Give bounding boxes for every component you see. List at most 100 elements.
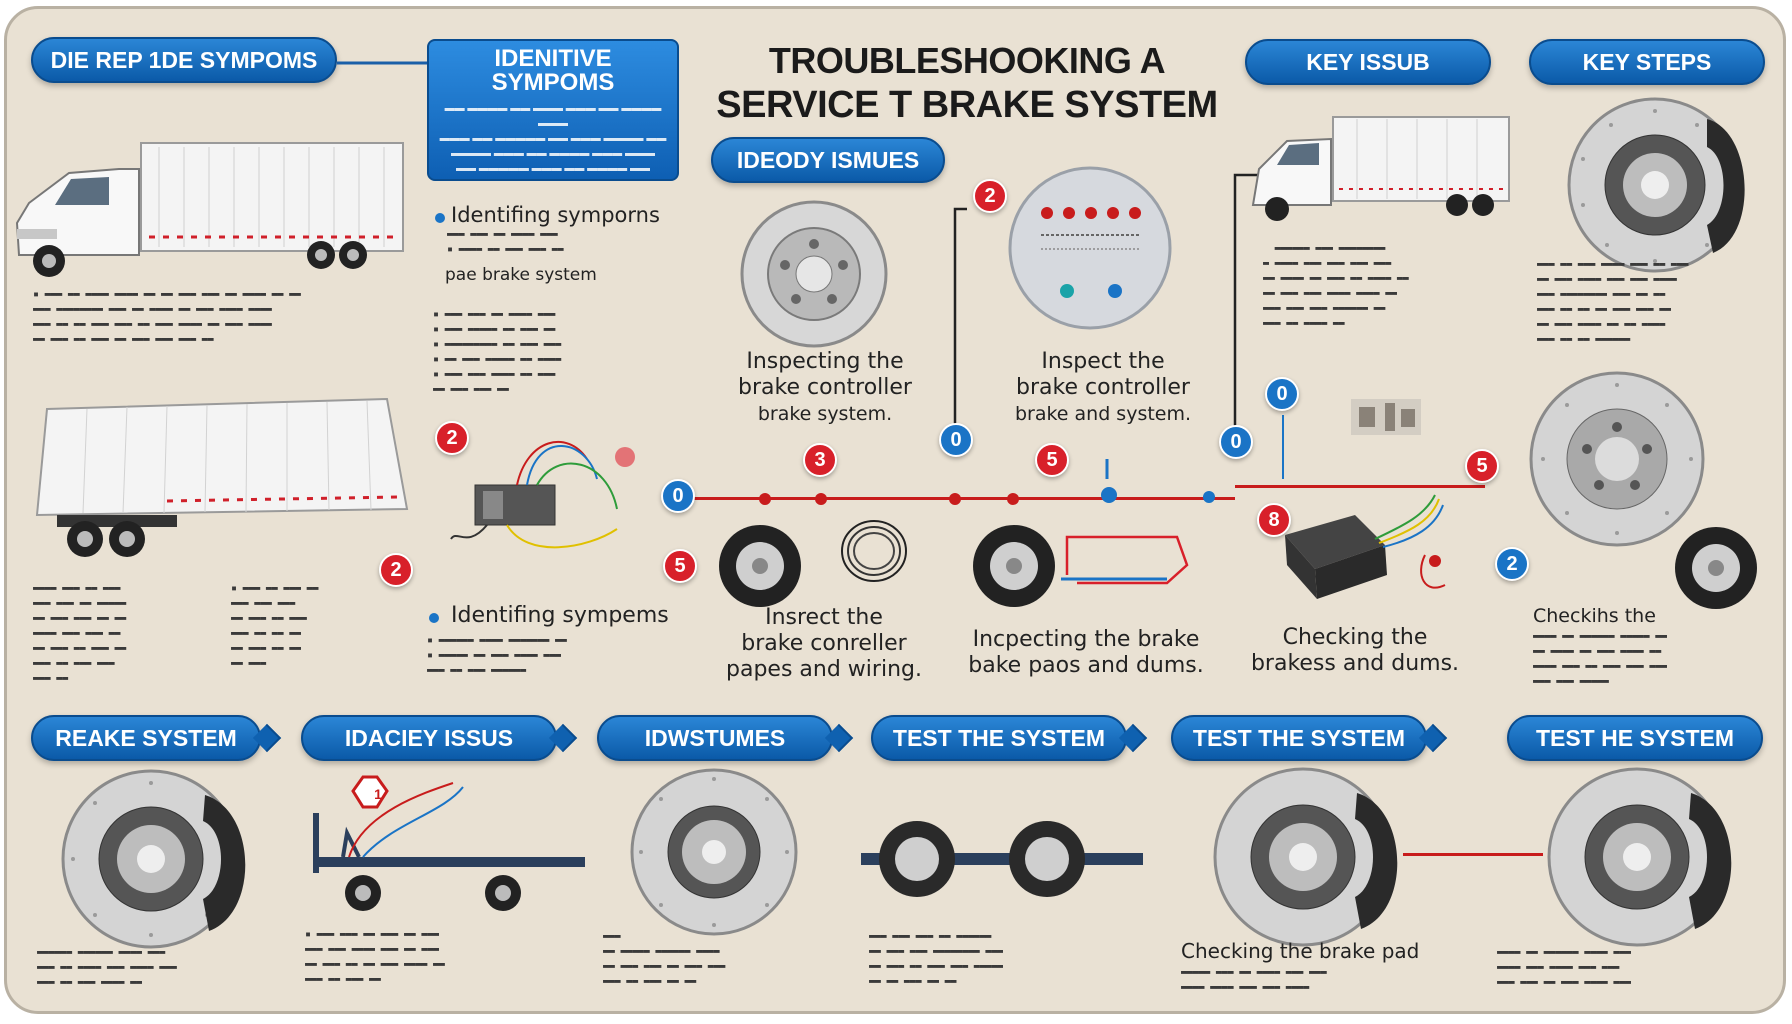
cap-ic2-3: brake and system. (1014, 403, 1192, 425)
cap-ip-2: bake paos and dums. (968, 653, 1204, 678)
node-3-label: 3 (814, 448, 826, 471)
bottom-pill-3-label: IDWSTUMES (644, 724, 786, 751)
flow-dot-4 (1007, 493, 1019, 505)
node-5-left: 5 (663, 549, 697, 583)
node-5-right-label: 5 (1476, 454, 1488, 477)
identifying-symptoms-top: Identifing symporns (451, 203, 660, 227)
cap-cb-1: Checking the (1282, 625, 1428, 650)
bottom-pill-6: TEST HE SYSTEM (1507, 715, 1763, 761)
caption-inspect-wiring: Insrect the brake conreller papes and wi… (709, 605, 939, 683)
bottom-pill-4-label: TEST THE SYSTEM (892, 724, 1106, 751)
pill-key-issue: KEY ISSUB (1245, 39, 1491, 85)
node-2-right-label: 2 (1506, 552, 1518, 575)
brake-rotor-center (740, 200, 888, 348)
bullet-dot-mid (429, 613, 439, 623)
red-glow (615, 447, 635, 467)
identifying-symptoms-mid: Identifing sympems (451, 603, 669, 628)
bottom-pill-3: IDWSTUMES (597, 715, 854, 761)
node-5-flow-label: 5 (1046, 448, 1058, 471)
checking-brake-pad: Checking the brake pad (1181, 939, 1420, 963)
brake-rotor-bottom-1 (61, 769, 246, 949)
caption-inspect-controller: Inspect the brake controller brake and s… (993, 349, 1213, 427)
bottom-notes-1: ▬▬▬▬▬▬ ▬▬▬▬▬▬ ▬▬▬▬ ▬▬▬▬▬▬ ▬▬ ▬▬▬▬ ▬▬▬ ▬▬… (37, 947, 177, 988)
node-8-label: 8 (1268, 508, 1280, 531)
mid-notes-b: ▪ ▬▬▬ ▬▬▬ ▬▬ ▬▬▬▬ ▬▬▬▪ ▬▬▬ ▬▬▬▬▬ ▬▬ ▬▬▬ … (433, 309, 562, 395)
flow-dot-6 (1203, 491, 1215, 503)
red-blue-cable (1061, 535, 1189, 585)
node-2-right: 2 (1495, 547, 1529, 581)
bottom-notes-3: ▬▬▬▬▬ ▬▬▬▬▬ ▬▬▬▬▬▬ ▬▬▬▬▬▬ ▬▬▬ ▬▬▬ ▬▬ ▬▬▬… (603, 931, 726, 987)
brake-system-note: pae brake system (445, 265, 597, 285)
node-5-right: 5 (1465, 449, 1499, 483)
wheel-hub-left (719, 525, 801, 607)
wheel-hub-center (973, 525, 1055, 607)
right-notes-b: ▬▬▬ ▬▬ ▬▬▬ ▬▬▬▬ ▬▬▬ ▬▬ ▬▬▬▬▬ ▬▬▬ ▬▬▬▬ ▬▬… (1537, 259, 1689, 345)
brake-rotor-bottom-6 (1547, 767, 1732, 947)
symptoms-box-heading-2: SYMPOMS (491, 69, 615, 96)
bottom-pill-2-label: IDACIEY ISSUS (344, 724, 514, 751)
right-notes-a: ▬▬▬▬▬▬ ▬▬▬ ▬▬▬▬▬▬▬▬▬ ▬▬▬▬ ▬▬▬ ▬▬▬ ▬▬▬ ▬▬… (1263, 243, 1409, 329)
node-0b-label: 0 (950, 428, 962, 451)
cap-iw-3: papes and wiring. (726, 657, 922, 682)
cap-ic2-2: brake controller (1016, 375, 1190, 400)
trailer-chassis-bottom (313, 775, 585, 911)
connector-top-left (337, 61, 427, 65)
caption-inspecting-controller: Inspecting the brake controller brake sy… (715, 349, 935, 427)
pill-symptoms-label: DIE REP 1DE SYMPOMS (50, 46, 318, 73)
cap-iw-1: Insrect the (765, 605, 883, 630)
brake-controller-device (1008, 166, 1172, 330)
node-0c: 0 (1219, 425, 1253, 459)
cap-ic-1: Inspecting the (746, 349, 904, 374)
cap-iw-2: brake conreller (741, 631, 907, 656)
caption-inspecting-pads: Incpecting the brake bake paos and dums. (951, 627, 1221, 679)
pill-key-steps: KEY STEPS (1529, 39, 1765, 85)
bottom-pill-4: TEST THE SYSTEM (871, 715, 1148, 761)
bottom-notes-6: ▬▬▬▬ ▬▬ ▬▬▬▬▬▬ ▬▬▬▬ ▬▬▬▬▬▬▬ ▬▬▬ ▬▬▬▬ ▬▬▬… (1497, 947, 1631, 988)
brake-rotor-bottom-3 (630, 768, 798, 936)
pill-key-issue-label: KEY ISSUB (1306, 48, 1430, 75)
wiring-harness-image (450, 441, 618, 549)
truck-image-right (1251, 116, 1510, 221)
control-module (1285, 494, 1446, 599)
axle-bottom (861, 821, 1143, 897)
node-3: 3 (803, 443, 837, 477)
flow-line-right (1235, 485, 1485, 488)
flow-dot-2 (815, 493, 827, 505)
cap-ic-3: brake system. (757, 403, 893, 425)
pill-symptoms: DIE REP 1DE SYMPOMS (31, 37, 337, 83)
bottom-notes-2: ▪ ▬▬▬ ▬▬▬ ▬▬ ▬▬▬ ▬▬ ▬▬▬▬▬▬ ▬▬▬ ▬▬▬▬ ▬▬▬ … (305, 929, 445, 985)
trailer-image-mid (35, 397, 409, 557)
left-notes-bottom-a: ▬▬▬▬ ▬▬▬ ▬▬ ▬▬▬▬▬▬ ▬▬▬ ▬▬ ▬▬▬▬▬▬▬ ▬▬▬ ▬▬… (33, 583, 127, 684)
bottom-pill-1: REAKE SYSTEM (31, 715, 282, 761)
left-notes-top: ▪ ▬▬▬ ▬▬ ▬▬▬▬ ▬▬▬▬ ▬▬ ▬▬ ▬▬▬ ▬▬▬ ▬▬ ▬▬▬▬… (33, 289, 301, 345)
bottom-pill-2: IDACIEY ISSUS (301, 715, 578, 761)
node-2-mid: 2 (973, 179, 1007, 213)
flow-dot-1 (759, 493, 771, 505)
wheel-hub-right (1675, 527, 1757, 609)
node-1-bottom: 1 (367, 783, 389, 805)
truck-image-top (15, 142, 404, 277)
cap-ic2-1: Inspect the (1041, 349, 1165, 374)
brake-rotor-bottom-5 (1213, 767, 1398, 947)
bottom-notes-4: ▬▬▬ ▬▬▬ ▬▬▬ ▬▬ ▬▬▬▬▬▬▬▬ ▬▬▬ ▬▬▬ ▬▬▬▬▬▬▬▬… (869, 931, 1003, 987)
mid-notes-a: ▬▬▬ ▬▬▬ ▬▬ ▬▬▬▬ ▬▬▬▪ ▬▬▬▬ ▬▬ ▬▬▬ ▬▬▬ ▬▬ (447, 229, 564, 255)
node-2b-label: 2 (390, 558, 402, 581)
flow-dot-5 (1101, 487, 1117, 503)
brake-rotor-right-top (1567, 97, 1745, 273)
workshop-sketch (1351, 399, 1421, 435)
node-5-flow: 5 (1035, 443, 1069, 477)
mid-notes-c: ▪ ▬▬▬▬▬▬ ▬▬▬▬ ▬▬▬▬▬▬▬ ▬▬▪ ▬▬▬▬▬ ▬▬ ▬▬▬ ▬… (427, 635, 567, 676)
node-1-bottom-label: 1 (374, 786, 382, 802)
bottom-pill-1-label: REAKE SYSTEM (55, 724, 237, 751)
node-2a-label: 2 (446, 426, 458, 449)
right-notes-c: ▬▬▬▬ ▬▬ ▬▬▬▬▬▬ ▬▬▬▬▬ ▬▬▬▬ ▬▬▬▬ ▬▬ ▬▬▬ ▬▬… (1533, 631, 1667, 687)
brake-rotor-right-mid (1529, 371, 1705, 547)
pill-key-steps-label: KEY STEPS (1582, 48, 1712, 75)
bottom-pill-5: TEST THE SYSTEM (1171, 715, 1448, 761)
node-0a-label: 0 (672, 484, 684, 507)
node-0c-label: 0 (1230, 430, 1242, 453)
checking-tle: Checkihs the (1533, 605, 1656, 627)
page-title: TROUBLESHOOKING A SERVICE T BRAKE SYSTEM (707, 39, 1227, 127)
symptoms-box: IDENITIVE SYMPOMS ▬▬ ▬▬▬▬ ▬▬ ▬▬▬ ▬▬▬ ▬▬ … (427, 39, 679, 181)
bullet-dot-top (435, 213, 445, 223)
